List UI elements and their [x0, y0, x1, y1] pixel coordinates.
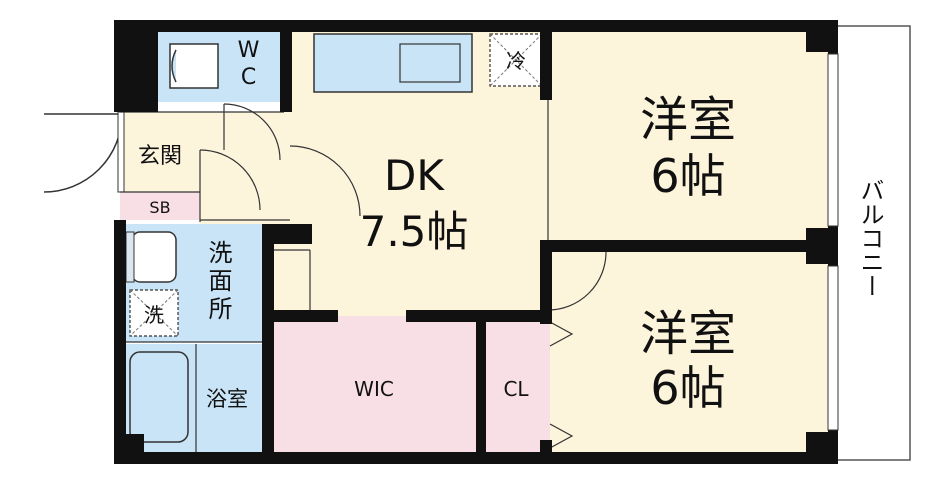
kitchen-counter — [313, 33, 473, 93]
shoe-box-label: SB — [149, 198, 170, 217]
western-room-2-name: 洋室 — [640, 306, 736, 362]
western-room-1-size: 6帖 — [650, 149, 725, 203]
balcony-outline — [835, 25, 911, 461]
wc-label: WC — [236, 38, 261, 92]
western-room-2-size: 6帖 — [650, 361, 725, 415]
wic-floor — [270, 316, 478, 460]
entrance-door — [43, 113, 123, 193]
wall-left-upper — [114, 20, 158, 112]
bathtub-icon — [129, 351, 189, 443]
wic-label: WIC — [354, 377, 394, 401]
closet-floor — [484, 316, 550, 460]
dk-name: DK — [384, 151, 445, 200]
washroom-label: 洗面所 — [204, 240, 232, 324]
western2-door — [547, 251, 607, 311]
sink-basin — [399, 43, 461, 83]
washer-label: 洗 — [144, 303, 164, 327]
closet-door-1 — [549, 321, 574, 347]
wall-storage-top — [262, 310, 338, 322]
wall-wet-right — [262, 224, 274, 464]
closet-label: CL — [503, 377, 529, 401]
wall-bottom — [114, 452, 836, 464]
wall-rooms — [540, 240, 838, 252]
hall-door — [199, 149, 261, 211]
western-room-1-floor — [548, 26, 838, 248]
dk-door — [289, 145, 361, 217]
western-room-1-name: 洋室 — [640, 92, 736, 148]
wall-left-lower — [114, 220, 126, 464]
western-room-2-floor — [548, 252, 838, 462]
wall-wc-right — [280, 20, 292, 112]
balcony-label: バルコニー — [856, 178, 884, 298]
shoe-box-floor — [120, 192, 200, 220]
washbasin-icon — [131, 231, 177, 283]
closet-door-2 — [549, 423, 574, 449]
wall-wic-cl — [476, 316, 486, 464]
toilet-icon — [169, 43, 219, 89]
entrance-label: 玄関 — [138, 144, 182, 169]
wall-top — [114, 20, 836, 32]
fridge-label: 冷 — [506, 49, 526, 73]
bath-label: 浴室 — [206, 387, 248, 411]
wc-door — [223, 103, 281, 161]
dk-size: 7.5帖 — [360, 207, 469, 256]
